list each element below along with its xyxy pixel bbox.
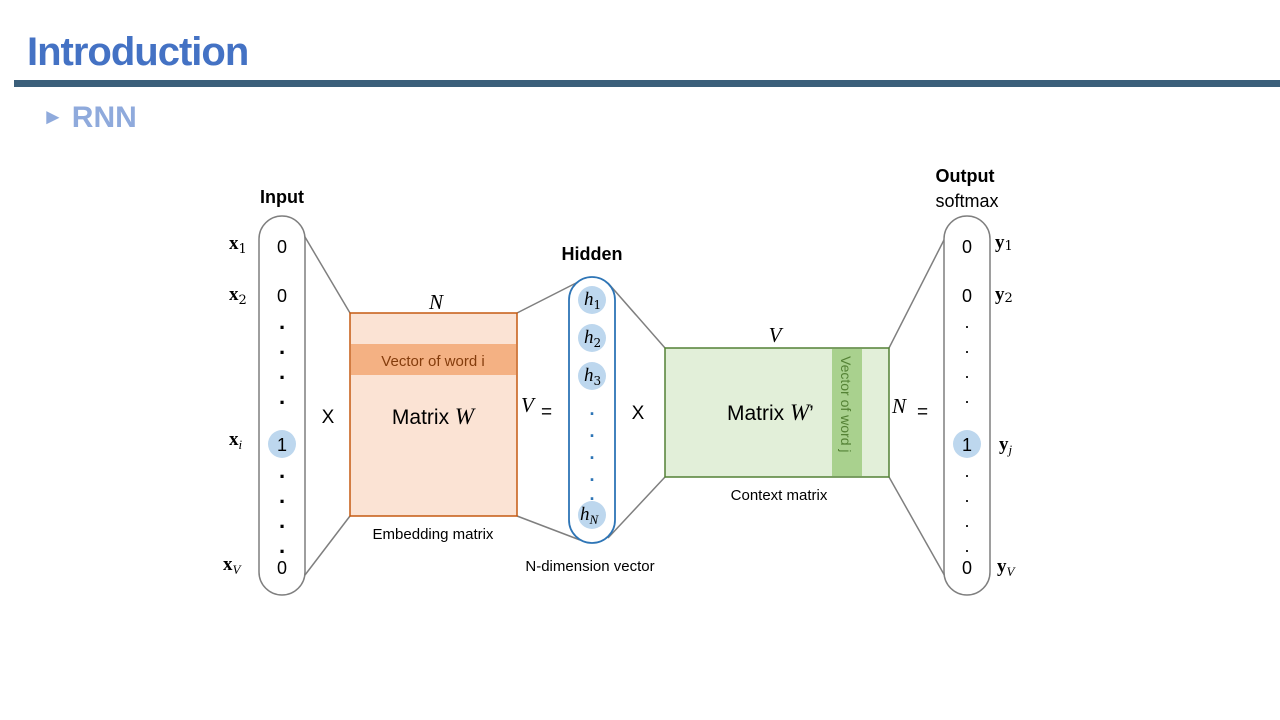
context-matrix-label: Matrix W’	[727, 400, 814, 425]
label-x1: x1	[229, 233, 247, 257]
connector-emb-top	[516, 280, 581, 314]
hidden-dot: .	[589, 421, 594, 441]
connector-lines	[304, 235, 947, 579]
bullet-rnn: ► RNN	[42, 101, 137, 135]
input-vector	[258, 215, 306, 596]
output-value-V: 0	[962, 558, 972, 578]
connector-hidden-top	[607, 282, 666, 349]
input-value-2: 0	[277, 286, 287, 306]
hidden-heading: Hidden	[562, 244, 623, 264]
output-dot: .	[964, 387, 969, 407]
connector-hidden-bottom	[607, 476, 666, 539]
output-dot: .	[964, 486, 969, 506]
label-xV: xV	[223, 554, 243, 577]
multiply-operator-1: X	[322, 407, 335, 428]
hidden-unit-circle	[578, 362, 606, 390]
input-dot: .	[279, 533, 285, 558]
input-dot: .	[279, 309, 285, 334]
embedding-caption: Embedding matrix	[373, 526, 494, 543]
title-rule	[14, 80, 1280, 87]
label-xi: xi	[229, 429, 243, 452]
hidden-unit-1: h1	[584, 289, 601, 312]
label-yj: yj	[999, 434, 1013, 457]
output-one-hot-circle	[953, 430, 981, 458]
input-value-i: 1	[277, 435, 287, 455]
hidden-unit-circle	[578, 286, 606, 314]
hidden-dot: .	[589, 399, 594, 419]
input-dot: .	[279, 508, 285, 533]
input-dot: .	[279, 458, 285, 483]
hidden-caption: N-dimension vector	[525, 558, 654, 575]
input-value-1: 0	[277, 237, 287, 257]
context-col-highlight	[832, 349, 862, 476]
connector-ctx-top	[888, 235, 947, 349]
hidden-unit-circle	[578, 324, 606, 352]
output-value-j: 1	[962, 435, 972, 455]
hidden-unit-2: h2	[584, 327, 601, 350]
embedding-top-label: N	[428, 290, 444, 314]
connector-emb-bottom	[516, 515, 581, 541]
hidden-unit-N: hN	[580, 504, 600, 527]
hidden-dot: .	[589, 484, 594, 504]
equals-2-sign: =	[917, 402, 928, 423]
input-dot: .	[279, 384, 285, 409]
hidden-unit-circle	[578, 501, 606, 529]
connector-ctx-bottom	[888, 476, 947, 579]
embedding-matrix-label: Matrix W	[392, 404, 476, 429]
multiply-operator-2: X	[632, 403, 645, 424]
output-value-2: 0	[962, 286, 972, 306]
output-dot: .	[964, 337, 969, 357]
output-dot: .	[964, 312, 969, 332]
output-dot: .	[964, 536, 969, 556]
label-y1: y1	[995, 232, 1013, 254]
slide-title: Introduction	[27, 30, 249, 74]
equals-1-sign: =	[541, 402, 552, 423]
input-one-hot-circle	[268, 430, 296, 458]
output-vector	[943, 215, 991, 596]
output-subheading: softmax	[935, 191, 998, 211]
connector-input-top	[304, 236, 351, 314]
input-value-V: 0	[277, 558, 287, 578]
hidden-dot: .	[589, 465, 594, 485]
output-heading: Output	[936, 166, 995, 186]
input-heading: Input	[260, 187, 304, 207]
input-dot: .	[279, 359, 285, 384]
bullet-text: RNN	[71, 101, 137, 134]
connector-input-bottom	[304, 515, 351, 576]
output-value-1: 0	[962, 237, 972, 257]
label-yV: yV	[997, 556, 1017, 579]
hidden-dot: .	[589, 443, 594, 463]
output-dot: .	[964, 362, 969, 382]
output-dot: .	[964, 511, 969, 531]
context-caption: Context matrix	[731, 487, 828, 504]
hidden-unit-3: h3	[584, 365, 601, 388]
context-col-label: Vector of word j	[838, 356, 854, 453]
label-x2: x2	[229, 284, 247, 308]
input-dot: .	[279, 334, 285, 359]
embedding-row-label: Vector of word i	[381, 353, 484, 370]
label-y2: y2	[995, 284, 1013, 306]
embedding-row-highlight	[351, 344, 516, 375]
equals-2-var: N	[891, 394, 907, 418]
bullet-triangle-icon: ►	[42, 104, 64, 129]
input-dot: .	[279, 483, 285, 508]
output-dot: .	[964, 461, 969, 481]
equals-1-var: V	[521, 393, 536, 417]
context-top-label: V	[769, 323, 784, 347]
